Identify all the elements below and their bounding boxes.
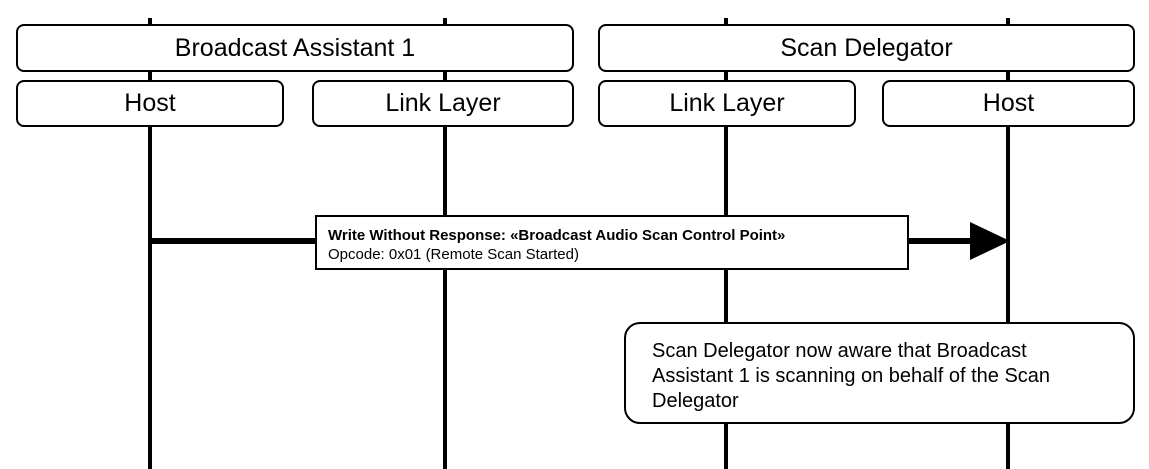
participant-ba-link-layer: Link Layer [312, 80, 574, 127]
participant-sd-host: Host [882, 80, 1135, 127]
group-broadcast-assistant: Broadcast Assistant 1 [16, 24, 574, 72]
participant-ba-host-label: Host [124, 89, 176, 117]
message-detail: Opcode: 0x01 (Remote Scan Started) [328, 246, 579, 263]
participant-sd-link-layer: Link Layer [598, 80, 856, 127]
group-broadcast-assistant-label: Broadcast Assistant 1 [174, 33, 416, 62]
message-arrowhead-icon [970, 222, 1010, 260]
group-scan-delegator: Scan Delegator [598, 24, 1135, 72]
note-box: Scan Delegator now aware that Broadcast … [624, 322, 1135, 424]
participant-sd-link-layer-label: Link Layer [669, 89, 785, 117]
message-label: Write Without Response: «Broadcast Audio… [315, 215, 909, 270]
note-line: Assistant 1 is scanning on behalf of the… [652, 365, 1051, 387]
participant-ba-host: Host [16, 80, 284, 127]
group-scan-delegator-label: Scan Delegator [780, 33, 953, 62]
participant-sd-host-label: Host [982, 89, 1035, 117]
participant-ba-link-layer-label: Link Layer [385, 89, 501, 117]
message-title: Write Without Response: «Broadcast Audio… [328, 227, 786, 244]
note-line: Delegator [652, 390, 739, 412]
note-line: Scan Delegator now aware that Broadcast [652, 340, 1027, 362]
